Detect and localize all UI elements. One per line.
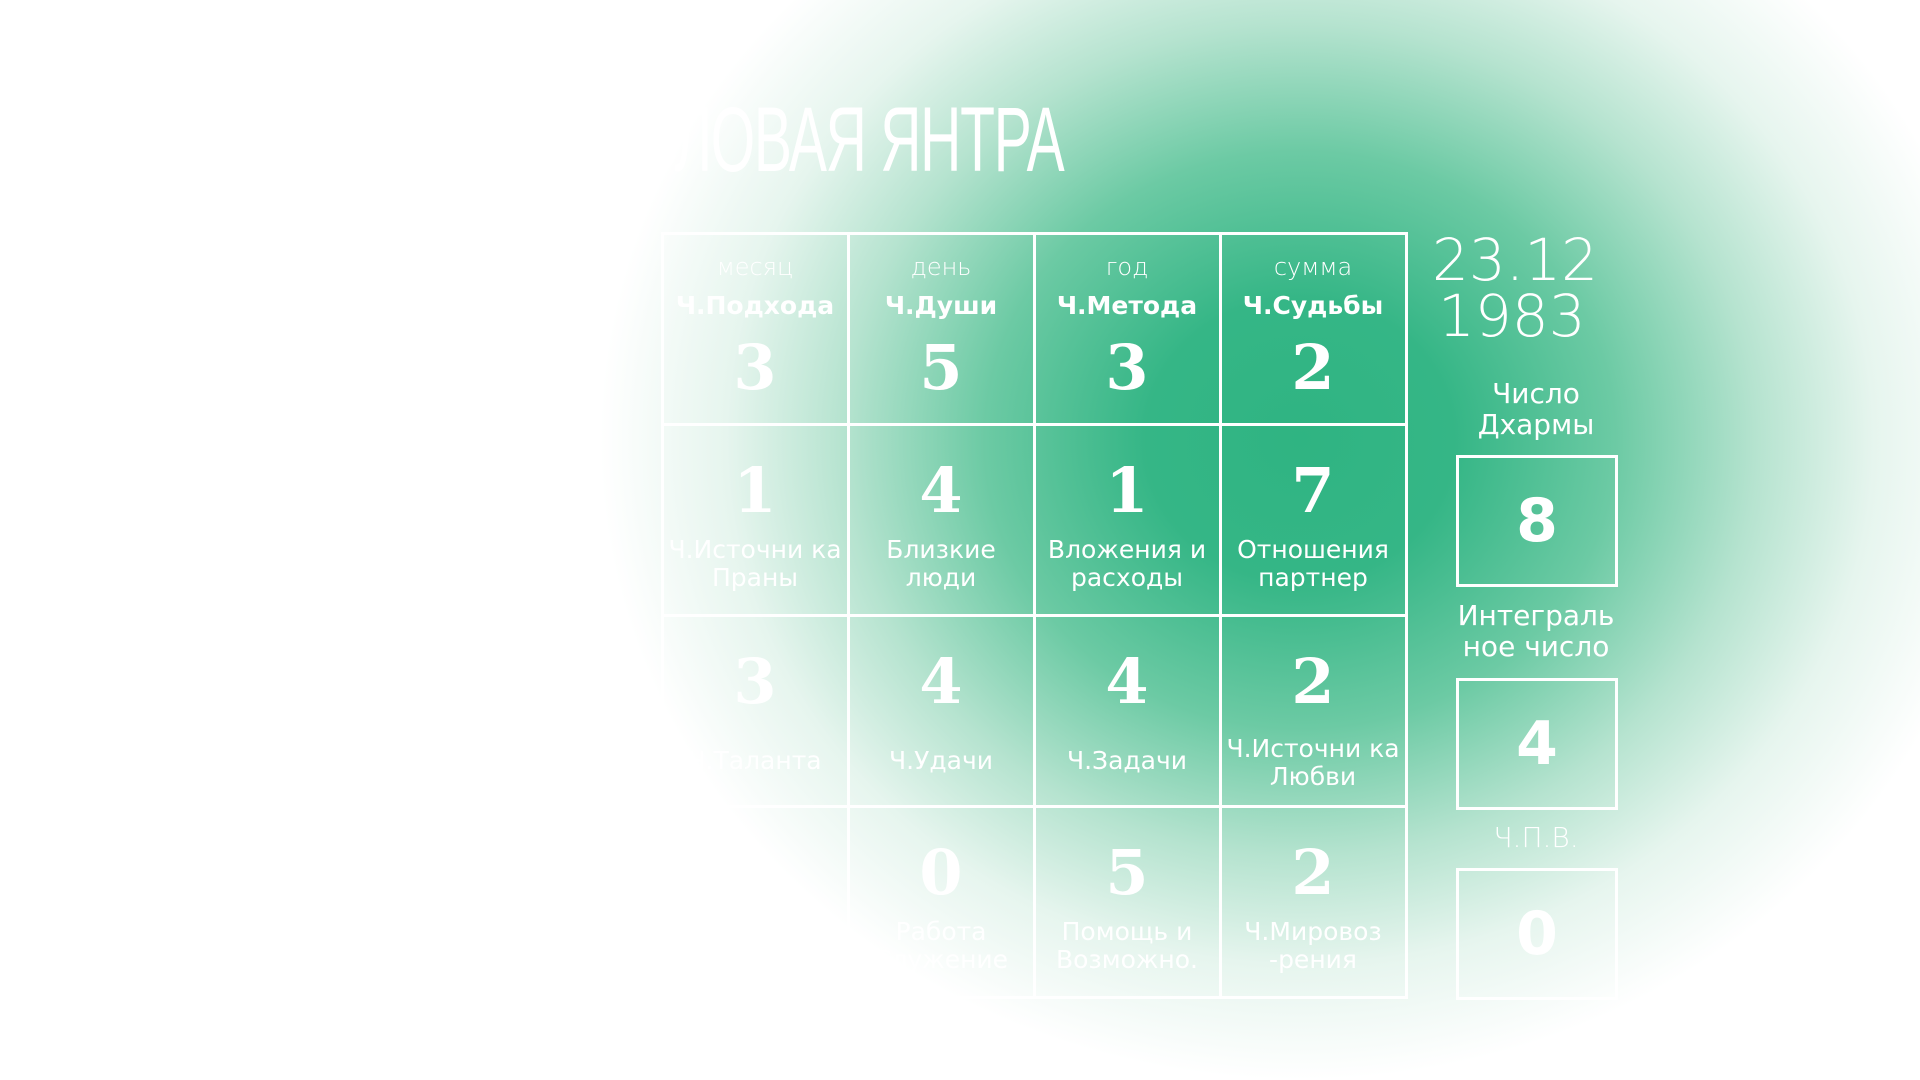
cell-label: Ч.Источни ка Праны [668, 534, 842, 592]
cell-label: Ч.Задачи [1066, 745, 1188, 775]
cell-label: Отношения партнер [1237, 534, 1389, 592]
cell-value: 3 [733, 330, 777, 404]
cell-sub: Ч.Метода [1056, 290, 1198, 320]
cell-top: сумма [1273, 252, 1353, 281]
cell-value: 4 [919, 644, 963, 718]
cell-value: 1 [733, 453, 777, 527]
cell-value: 1 [1105, 453, 1149, 527]
cell-value: 2 [1291, 644, 1335, 718]
cell-value: 5 [919, 330, 963, 404]
cell-label: Ч.Источни ка Любви [1226, 733, 1400, 791]
dharma-label: Число Дхармы [1477, 377, 1595, 441]
dharma-value: 8 [1456, 455, 1618, 587]
cell-value: 4 [919, 453, 963, 527]
cell-label: Близкие люди [886, 534, 996, 592]
cell-value: 3 [1105, 330, 1149, 404]
cell-label: Ч.Таланта [688, 745, 822, 775]
cell-label: Работа Служение [873, 916, 1009, 974]
cell-value: 3 [733, 644, 777, 718]
cell-value: 2 [1291, 330, 1335, 404]
integral-value: 4 [1456, 678, 1618, 810]
cell-label: Ч.Мировоз -рения [1244, 916, 1382, 974]
cell-value: 0 [919, 835, 963, 909]
cell-label: Помощь и Возможно. [1055, 916, 1198, 974]
grid-cell [660, 804, 850, 999]
page-title: ЧИСЛОВАЯ ЯНТРА [560, 89, 1065, 191]
cell-value: 7 [1291, 453, 1335, 527]
cell-value: 2 [1291, 835, 1335, 909]
cell-sub: Ч.Подхода [675, 290, 835, 320]
cell-top: месяц [716, 252, 794, 281]
date-day-month: 23.12 [1432, 226, 1599, 294]
cell-sub: Ч.Судьбы [1242, 290, 1384, 320]
chpv-label: Ч.П.В. [1493, 821, 1579, 854]
date-year: 1983 [1438, 282, 1586, 350]
cell-label: Вложения и расходы [1047, 534, 1207, 592]
chpv-value: 0 [1456, 868, 1618, 1000]
cell-top: день [910, 252, 972, 281]
cell-value: 5 [1105, 835, 1149, 909]
cell-label: Ч.Удачи [889, 745, 993, 775]
integral-label: Интеграль ное число [1457, 599, 1615, 663]
cell-sub: Ч.Души [884, 290, 998, 320]
cell-top: год [1105, 252, 1149, 281]
cell-value: 4 [1105, 644, 1149, 718]
